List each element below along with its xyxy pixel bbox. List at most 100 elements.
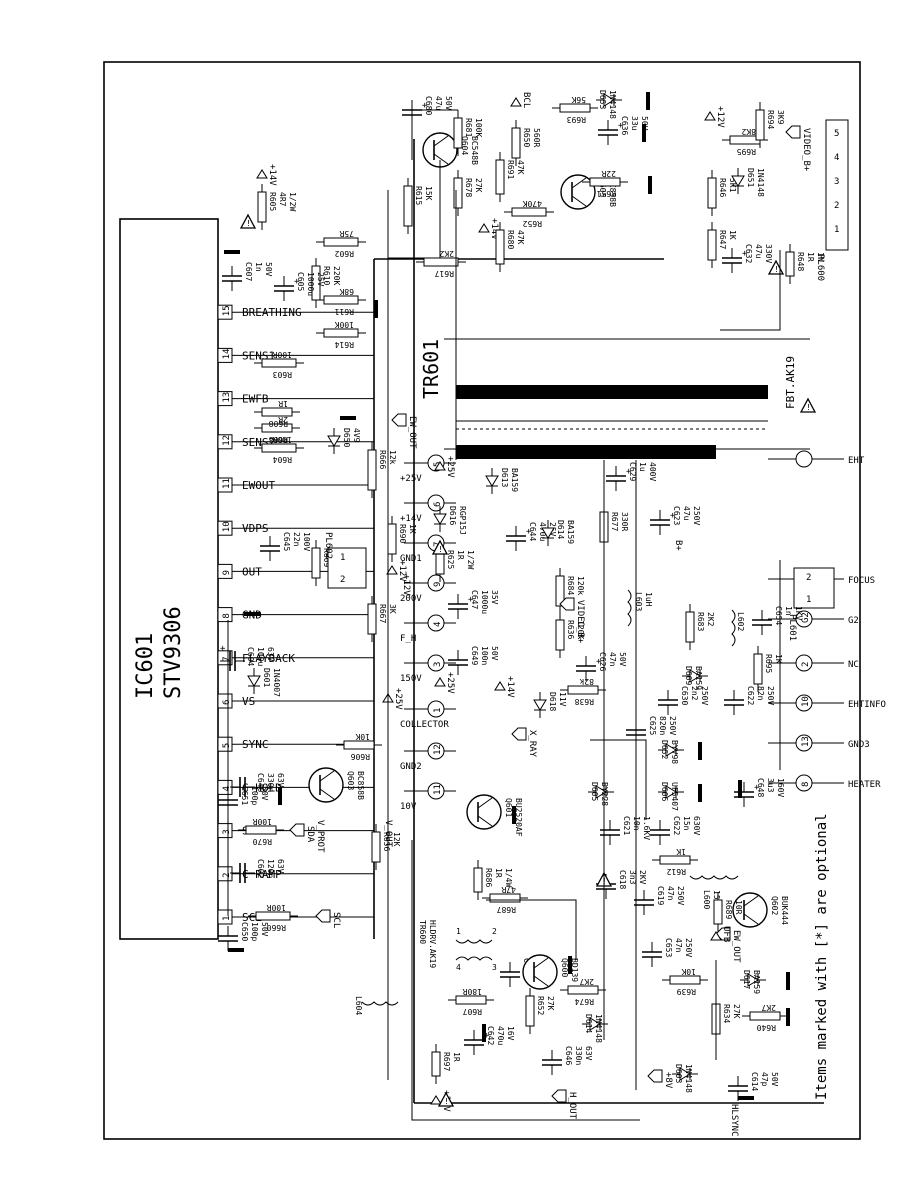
tr600-ref: TR600 [418,920,427,944]
r678-ref: R678 [464,178,473,197]
pl600-pin-5: 5 [834,129,839,139]
d614-value: 1N4148 [594,1014,603,1043]
d606-gnd [698,784,702,802]
ic601-pin-9-box [217,563,233,579]
ew-out-bot-label: EW_OUT [731,930,741,963]
wire-driver-link [486,899,577,960]
c602-rating: 63V [276,859,285,874]
d653-value: 1N4148 [608,90,617,119]
l604-ref: L604 [354,996,363,1015]
ic601-pin-9-number: 9 [222,570,232,575]
c618-value: 3n3 [628,870,637,885]
l603-coil [627,589,632,627]
r609-body [311,547,321,579]
q605-body [560,174,596,210]
c636-gnd [642,124,646,142]
r651-ref: R651 [597,189,616,198]
c642-polarity: + [484,1031,490,1041]
d650-value: 4V9 [352,428,361,443]
r646-body [707,177,717,209]
tr601-bot-pin-6-label: HEATER [848,780,881,790]
p12-b-arrow [704,111,716,121]
r687-body [489,893,521,903]
r695-ref: R695 [737,147,756,156]
c648-gnd [738,780,742,798]
c654-ref: C654 [774,606,783,625]
tr600-pin-3: 3 [492,963,497,972]
d613-ref: D613 [500,468,509,487]
d601-body [247,675,261,687]
d652-ref: D652 [660,740,669,759]
c630-value: 2n2 [690,686,699,701]
d617-value: BA159 [752,970,761,994]
tr601-pin-6-number: 6 [433,502,443,507]
tr601-bot-pin-6-number: 8 [801,782,811,787]
r640-body [749,1011,781,1021]
tr601-core-1 [456,445,716,459]
r612-value: 1K [676,847,686,856]
scl-label: SCL [331,912,341,928]
r680-value: 47K [516,230,525,245]
r612-body [659,855,691,865]
c646-rating: 63V [584,1046,593,1061]
safety-warning-mark-1: ! [774,265,779,274]
r638-value: 82k [579,677,594,686]
q600-collector [533,957,549,969]
wire-heater [720,250,781,331]
video-b-pl600-port [785,125,801,139]
r617-body [423,257,459,267]
c629-rating: 400V [648,462,657,481]
l603-ref: L603 [634,592,643,611]
c653-rating: 250V [684,938,693,957]
r674-value: 2K7 [579,977,594,986]
ic601-pin-11-name: EWOUT [242,479,275,492]
r625-ref: R625 [446,550,455,569]
c650-rating: 50V [260,922,269,937]
ic601-pin-7-number: 7 [222,656,232,661]
r668-value: 2R [278,415,288,424]
c619-rating: 250V [676,886,685,905]
d606-value: UF5407 [670,782,679,811]
ic601-pin-13-name: EWFB [242,393,269,406]
d603-ref: D603 [674,1064,683,1083]
r606-ref: R606 [351,752,370,761]
tr601-pin-6-label: +14V [400,514,422,524]
p25-pin5-arrow [434,461,446,471]
r648-value: 1R [806,252,815,262]
p14-c-label: +14V [505,676,515,698]
r607-ref: R607 [463,1007,482,1016]
r647-value: 1K [728,230,737,240]
l600-coil [689,875,739,880]
c642-rating: 16V [506,1026,515,1041]
r656-value: 12K [392,832,401,847]
d651-value: 1N4148 [756,168,765,197]
wire-bcl-feed [388,160,441,259]
q600-body [522,954,558,990]
ic601-pin-10-name: VDPS [242,522,269,535]
c644-value: 470u [538,522,547,541]
p8-label: +8V [663,1072,673,1089]
tr601-pin-3-label: 150V [400,674,422,684]
hlsync: HLSYNC [729,1104,739,1137]
r625-power: 1/2W [466,550,475,569]
r646-ref: R646 [718,178,727,197]
c650-ref: C650 [240,922,249,941]
tr601-bot-pin-5-label: GND3 [848,740,870,750]
r606-body [343,740,375,750]
c648-value: 3u3 [766,778,775,793]
tr601-core-2 [456,385,768,399]
tr600-pin-4: 4 [456,963,461,972]
tr601-bot-pin-4-label: EHTINFO [848,700,886,710]
r674-ref: R674 [575,997,594,1006]
r646-value: 5K1 [728,178,737,193]
r639-ref: R639 [677,987,696,996]
ic601-pin-13-box [217,391,233,407]
q603-ref: Q603 [346,771,355,790]
r652b-ref: R652 [536,996,545,1015]
d652-value: BYV98 [670,740,679,764]
r680-ref: R680 [506,230,515,249]
q602-emitter [743,913,759,925]
r615-ref: R615 [414,186,423,205]
d618-value: 11V [558,692,567,707]
c625-ref: C625 [648,716,657,735]
